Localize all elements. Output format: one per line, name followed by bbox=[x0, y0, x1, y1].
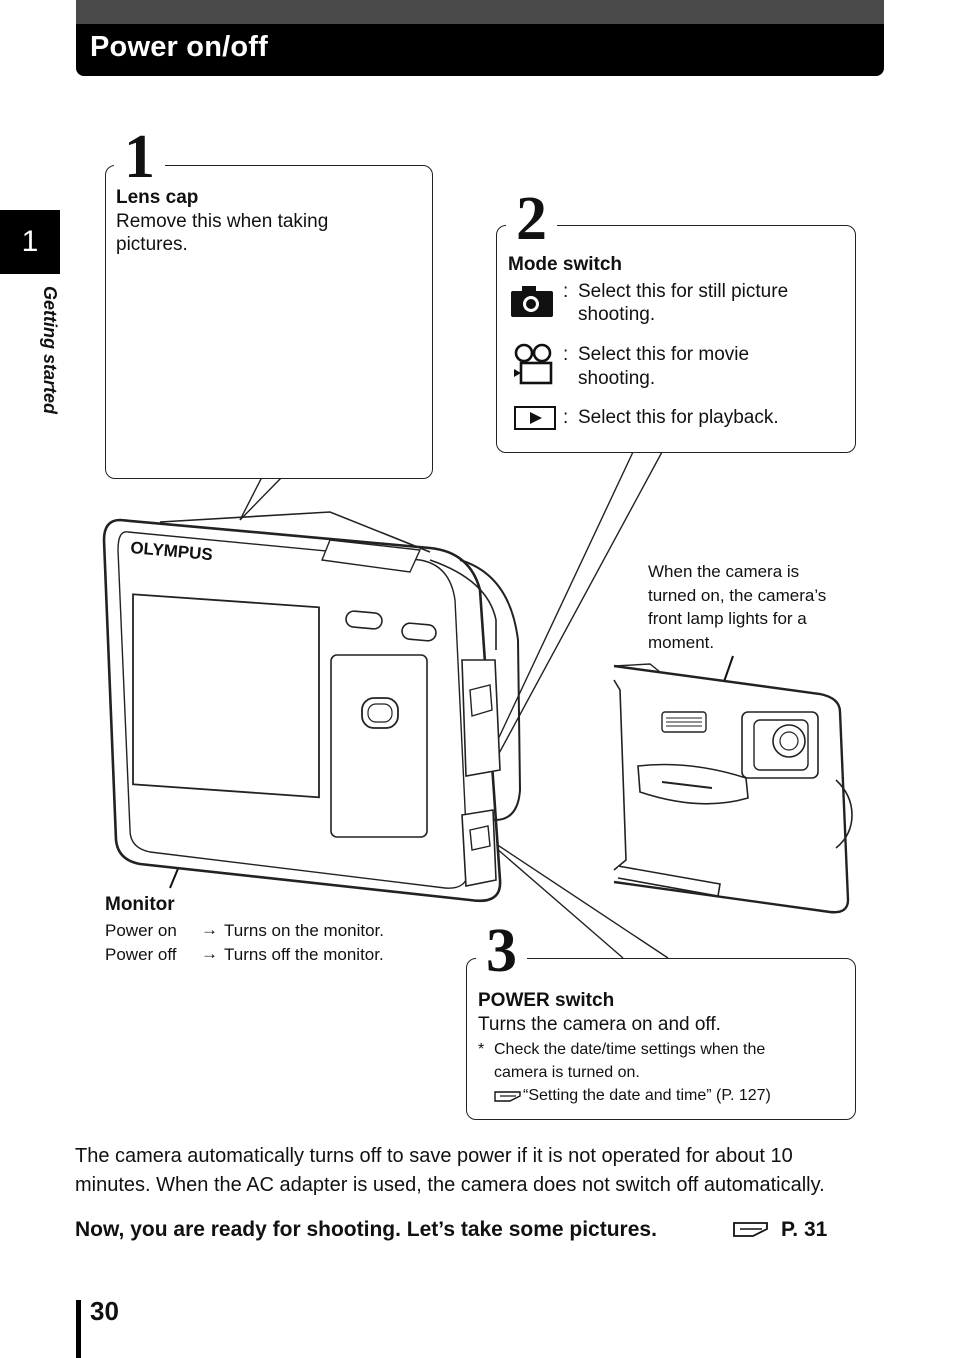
callout1-pointer bbox=[239, 476, 283, 521]
monitor-row-1-text: Turns on the monitor. bbox=[224, 921, 385, 940]
step-1-number: 1 bbox=[114, 126, 165, 188]
mode-item-3-colon: : bbox=[563, 407, 569, 428]
camera-icon bbox=[511, 286, 553, 317]
monitor-row-1-arrow: → bbox=[201, 920, 218, 939]
power-note-ref: “Setting the date and time” (P. 127) bbox=[523, 1087, 771, 1104]
mode-switch-callout bbox=[496, 225, 856, 453]
power-note-line2: camera is turned on. bbox=[494, 1064, 640, 1081]
power-note-mark: * bbox=[478, 1041, 485, 1058]
monitor-row-1-label: Power on bbox=[105, 921, 177, 940]
monitor-row-2-text: Turns off the monitor. bbox=[224, 945, 384, 964]
power-switch-callout bbox=[466, 958, 856, 1120]
callout3-pointer bbox=[480, 834, 669, 959]
monitor-title: Monitor bbox=[105, 894, 175, 915]
body-line2: minutes. When the AC adapter is used, th… bbox=[75, 1174, 825, 1196]
step-3-number: 3 bbox=[476, 920, 527, 982]
lens-cap-desc-line2: pictures. bbox=[116, 234, 188, 255]
lens-cap-title: Lens cap bbox=[116, 187, 199, 208]
power-note-line1: Check the date/time settings when the bbox=[494, 1041, 766, 1058]
ready-text: Now, you are ready for shooting. Let’s t… bbox=[75, 1218, 657, 1241]
lens-cap-callout bbox=[105, 165, 433, 479]
page-title: Power on/off bbox=[90, 31, 269, 63]
mode-item-3-line1: Select this for playback. bbox=[578, 407, 779, 428]
mode-item-1-line2: shooting. bbox=[578, 304, 656, 325]
ready-reference-icon bbox=[733, 1222, 768, 1237]
body-line1: The camera automatically turns off to sa… bbox=[75, 1145, 793, 1167]
mode-item-2-line1: Select this for movie bbox=[578, 344, 750, 365]
power-switch-desc: Turns the camera on and off. bbox=[478, 1014, 721, 1035]
movie-icon bbox=[514, 343, 553, 385]
power-switch-title: POWER switch bbox=[478, 990, 615, 1011]
lens-cap-desc-line1: Remove this when taking bbox=[116, 211, 329, 232]
mode-switch-title: Mode switch bbox=[508, 254, 623, 275]
camera-back bbox=[102, 511, 522, 903]
page-number-bar bbox=[76, 1300, 81, 1358]
step-2-number: 2 bbox=[506, 188, 557, 250]
playback-icon bbox=[514, 406, 556, 430]
camera-front bbox=[613, 663, 853, 914]
lamp-note-line4: moment. bbox=[648, 633, 715, 652]
mode-item-2-line2: shooting. bbox=[578, 368, 656, 389]
lamp-note-line3: front lamp lights for a bbox=[648, 609, 807, 628]
lamp-note-line2: turned on, the camera’s bbox=[648, 586, 827, 605]
mode-item-1-line1: Select this for still picture bbox=[578, 281, 789, 302]
mode-item-1-colon: : bbox=[563, 281, 569, 302]
mode-item-2-colon: : bbox=[563, 344, 569, 365]
reference-pointer-icon bbox=[494, 1091, 521, 1102]
page-header: Power on/off bbox=[76, 0, 884, 76]
ready-page-ref: P. 31 bbox=[781, 1218, 828, 1241]
monitor-row-2-label: Power off bbox=[105, 945, 177, 964]
header-top-stripe bbox=[76, 0, 884, 24]
page-number: 30 bbox=[90, 1296, 119, 1326]
lamp-note-line1: When the camera is bbox=[648, 562, 800, 581]
monitor-row-2-arrow: → bbox=[201, 944, 218, 963]
chapter-tab: 1 bbox=[0, 210, 60, 274]
